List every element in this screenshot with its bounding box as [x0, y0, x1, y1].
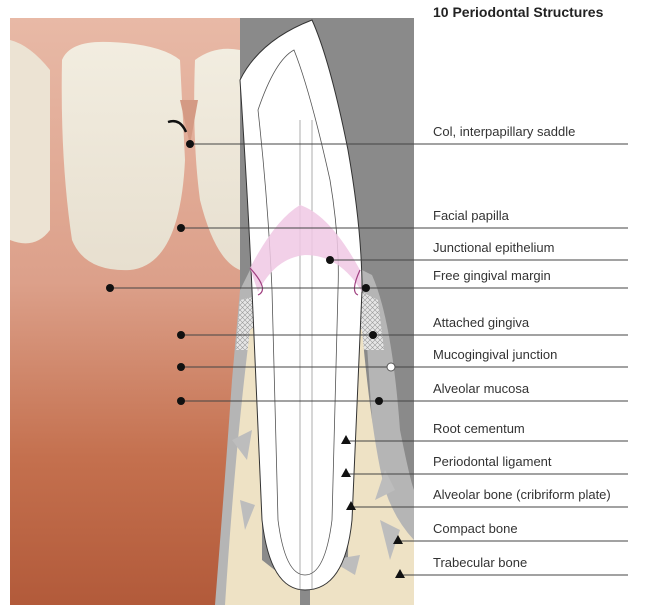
label-compact-bone: Compact bone	[433, 521, 518, 536]
label-alveolar-mucosa: Alveolar mucosa	[433, 381, 530, 396]
leader-lines	[110, 143, 628, 576]
arrow-icon	[167, 119, 188, 133]
label-periodontal-ligament: Periodontal ligament	[433, 454, 552, 469]
label-trabecular-bone: Trabecular bone	[433, 555, 528, 570]
label-attached-gingiva: Attached gingiva	[433, 315, 530, 330]
marker-dots	[106, 140, 396, 405]
marker-triangles	[341, 435, 405, 578]
label-mucogingival-junction: Mucogingival junction	[433, 347, 558, 362]
page-title: 10 Periodontal Structures	[433, 4, 604, 20]
label-free-gingival-margin: Free gingival margin	[433, 268, 551, 283]
label-root-cementum: Root cementum	[433, 421, 525, 436]
label-junctional-epithelium: Junctional epithelium	[433, 240, 555, 255]
label-col: Col, interpapillary saddle	[433, 124, 576, 139]
label-alveolar-bone: Alveolar bone (cribriform plate)	[433, 487, 611, 502]
clinical-photo	[10, 18, 240, 605]
label-facial-papilla: Facial papilla	[433, 208, 509, 223]
